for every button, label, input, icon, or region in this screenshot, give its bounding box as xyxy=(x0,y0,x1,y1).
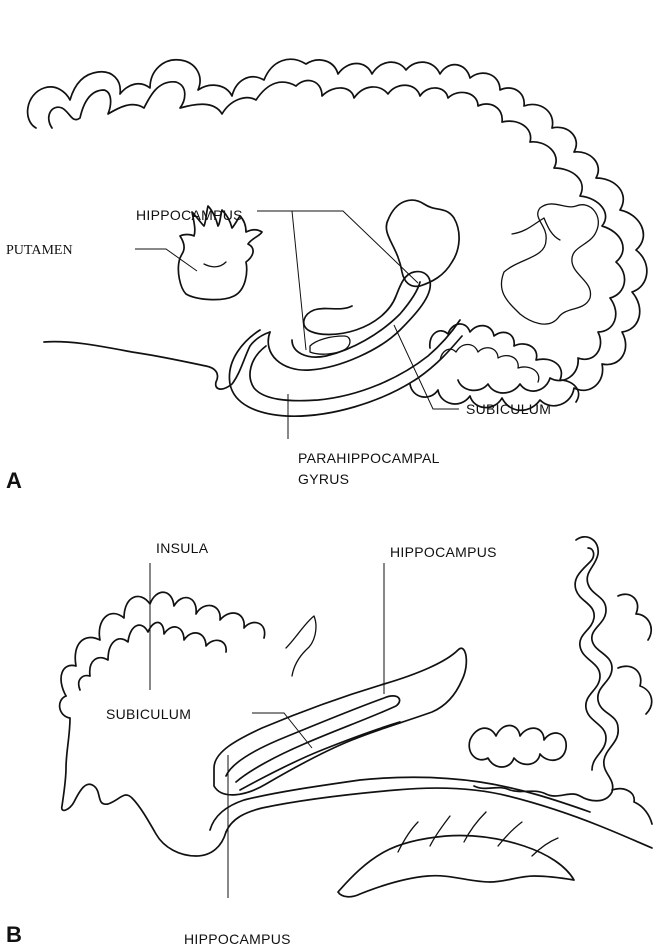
panel-a-hippocampus-core xyxy=(310,336,350,354)
panel-a-label-parahippocampal-1: PARAHIPPOCAMPAL xyxy=(298,450,440,466)
panel-b-insula-outer xyxy=(61,592,265,696)
panel-a-parahippocampal-inner xyxy=(250,320,460,401)
panel-a-parahippocampal-outer xyxy=(229,330,462,416)
panel-a-lateral-ventricle xyxy=(386,200,459,286)
panel-b-right-edge xyxy=(612,594,652,824)
panel-a-gyri-right xyxy=(501,204,598,324)
panel-b-isolated-sulcus xyxy=(286,616,316,676)
panel-a-label-subiculum: SUBICULUM xyxy=(466,401,551,417)
panel-a-hippocampus-outer xyxy=(268,272,430,371)
panel-b-hippocampus-outer xyxy=(214,648,466,795)
panel-b-label-insula: INSULA xyxy=(156,540,209,556)
panel-a-inferior-gyri-inner xyxy=(440,345,539,383)
panel-b-fissure-leaf xyxy=(338,835,574,896)
panel-b-lower-gyri xyxy=(469,726,566,768)
panel-b-right-gyri-inner xyxy=(575,548,606,770)
panel-b-insula-inner xyxy=(79,622,226,690)
panel-b-letter: B xyxy=(6,922,22,947)
panel-a-fiber-right xyxy=(512,218,560,240)
panel-a-medial-line xyxy=(44,332,270,389)
panel-b-label-hippocampus-bottom: HIPPOCAMPUS xyxy=(184,931,291,947)
panel-b-hippocampus-inner-2 xyxy=(240,722,400,790)
panel-a-label-parahippocampal-2: GYRUS xyxy=(298,471,349,487)
panel-b-label-subiculum: SUBICULUM xyxy=(106,706,191,722)
panel-a-letter: A xyxy=(6,468,22,493)
panel-a-cortex-inner xyxy=(49,81,625,393)
panel-a-leader-putamen xyxy=(135,249,197,271)
panel-b-label-hippocampus-top: HIPPOCAMPUS xyxy=(390,544,497,560)
panel-b-right-gyri-outer xyxy=(474,537,618,801)
panel-a-label-hippocampus: HIPPOCAMPUS xyxy=(136,207,243,223)
panel-a: HIPPOCAMPUS PUTAMEN SUBICULUM PARAHIPPOC… xyxy=(6,59,647,493)
panel-a-label-putamen: PUTAMEN xyxy=(6,243,73,258)
panel-a-leader-hippocampus xyxy=(257,211,418,350)
panel-a-inferior-gyri xyxy=(430,324,579,402)
panel-b: INSULA HIPPOCAMPUS SUBICULUM HIPPOCAMPUS… xyxy=(6,537,652,947)
panel-a-hippocampus-inner xyxy=(292,282,420,357)
panel-a-putamen-inner xyxy=(204,262,226,267)
panel-b-temporal-lower xyxy=(226,788,652,848)
